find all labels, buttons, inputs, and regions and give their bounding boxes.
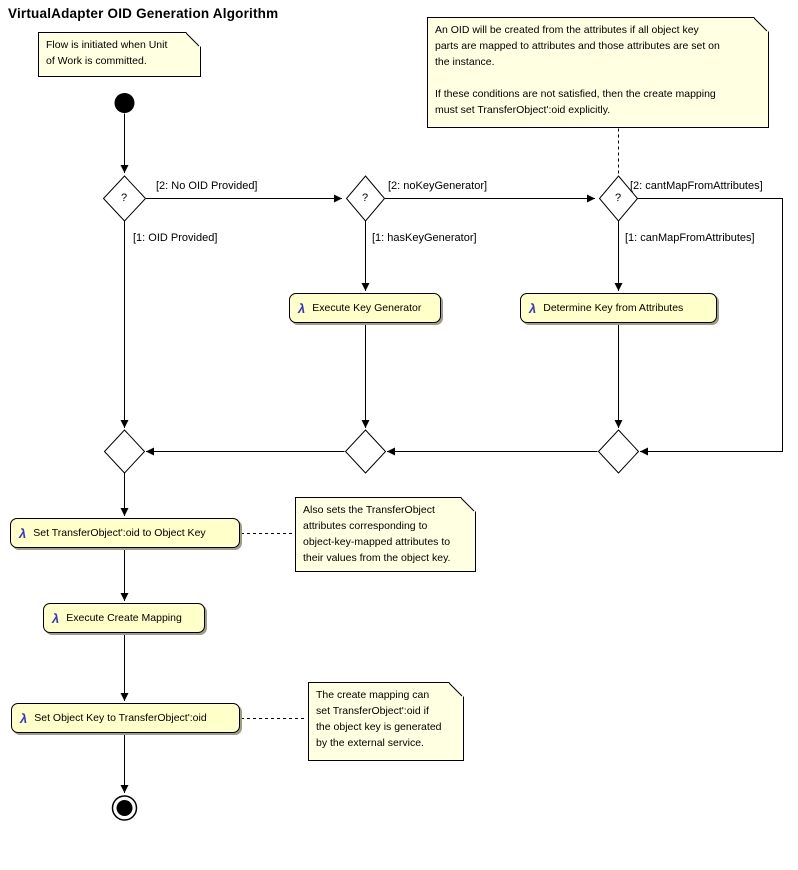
decision-keygen-question-mark: ? <box>361 192 369 204</box>
guard-cant-map-from-attributes: [2: cantMapFromAttributes] <box>630 180 763 192</box>
note-oid-creation: An OID will be created from the attribut… <box>427 17 769 128</box>
note-also-sets-text: Also sets the TransferObject attributes … <box>303 504 451 564</box>
note-create-mapping-text: The create mapping can set TransferObjec… <box>316 689 442 749</box>
lambda-icon: λ <box>19 525 27 541</box>
lambda-icon: λ <box>298 300 306 316</box>
guard-no-key-generator: [2: noKeyGenerator] <box>388 180 488 192</box>
guard-can-map-from-attributes: [1: canMapFromAttributes] <box>625 232 755 244</box>
note-oid-creation-text: An OID will be created from the attribut… <box>435 24 720 116</box>
decision-key-generator <box>345 175 386 222</box>
guard-has-key-generator: [1: hasKeyGenerator] <box>372 232 477 244</box>
activity-label: Determine Key from Attributes <box>543 302 684 314</box>
activity-label: Execute Create Mapping <box>66 612 182 624</box>
decision-oid-provided <box>102 175 147 222</box>
activity-determine-key-from-attributes: λ Determine Key from Attributes <box>520 293 717 323</box>
merge-node-middle <box>344 429 387 474</box>
note-init-flow-text: Flow is initiated when Unit of Work is c… <box>46 39 168 67</box>
diagram-title: VirtualAdapter OID Generation Algorithm <box>8 6 279 21</box>
merge-node-right <box>597 429 640 474</box>
note-fold-icon <box>186 32 201 47</box>
edge-decision-mapattrs-loop-to-merge-right <box>637 198 783 456</box>
final-node-dot <box>116 800 133 816</box>
decision-mapattrs-question-mark: ? <box>614 192 622 204</box>
note-fold-icon <box>449 682 464 697</box>
lambda-icon: λ <box>52 610 60 626</box>
activity-label: Execute Key Generator <box>312 302 422 314</box>
note-also-sets: Also sets the TransferObject attributes … <box>295 497 476 572</box>
note-fold-icon <box>754 17 769 32</box>
guard-oid-provided: [1: OID Provided] <box>133 232 218 244</box>
note-fold-icon <box>461 497 476 512</box>
note-init-flow: Flow is initiated when Unit of Work is c… <box>38 32 201 77</box>
lambda-icon: λ <box>20 710 28 726</box>
activity-execute-create-mapping: λ Execute Create Mapping <box>43 603 205 633</box>
merge-node-left <box>103 429 146 474</box>
activity-label: Set TransferObject':oid to Object Key <box>33 527 206 539</box>
activity-set-object-key-to-oid: λ Set Object Key to TransferObject':oid <box>11 703 240 733</box>
note-create-mapping: The create mapping can set TransferObjec… <box>308 682 464 761</box>
activity-label: Set Object Key to TransferObject':oid <box>34 712 207 724</box>
guard-no-oid-provided: [2: No OID Provided] <box>156 180 258 192</box>
decision-map-from-attributes <box>598 175 639 222</box>
lambda-icon: λ <box>529 300 537 316</box>
decision-oid-question-mark: ? <box>120 192 128 204</box>
activity-set-oid-to-object-key: λ Set TransferObject':oid to Object Key <box>10 518 240 548</box>
start-node <box>114 93 135 113</box>
activity-execute-key-generator: λ Execute Key Generator <box>289 293 441 323</box>
